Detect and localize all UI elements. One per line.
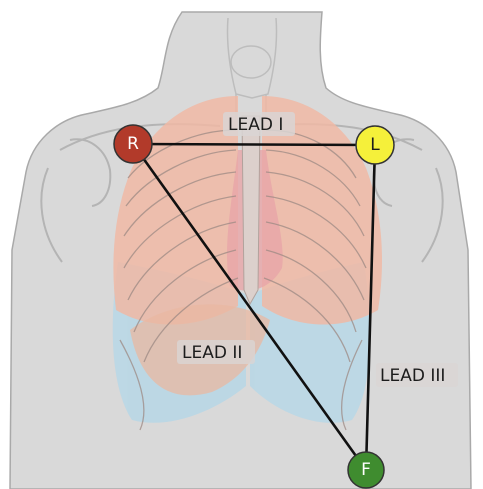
svg-text:LEAD I: LEAD I — [228, 115, 283, 135]
lead-i-label: LEAD I — [223, 112, 295, 136]
electrode-foot: F — [348, 452, 384, 488]
svg-text:LEAD II: LEAD II — [182, 343, 242, 363]
svg-text:LEAD III: LEAD III — [380, 366, 445, 386]
lead-i-line — [133, 144, 375, 145]
lead-iii-label: LEAD III — [376, 363, 458, 387]
electrode-right-arm: R — [114, 125, 152, 163]
lead-ii-label: LEAD II — [177, 340, 255, 364]
svg-text:L: L — [370, 135, 380, 155]
electrode-left-arm: L — [356, 126, 394, 164]
svg-text:R: R — [127, 134, 139, 154]
svg-text:F: F — [361, 460, 371, 480]
